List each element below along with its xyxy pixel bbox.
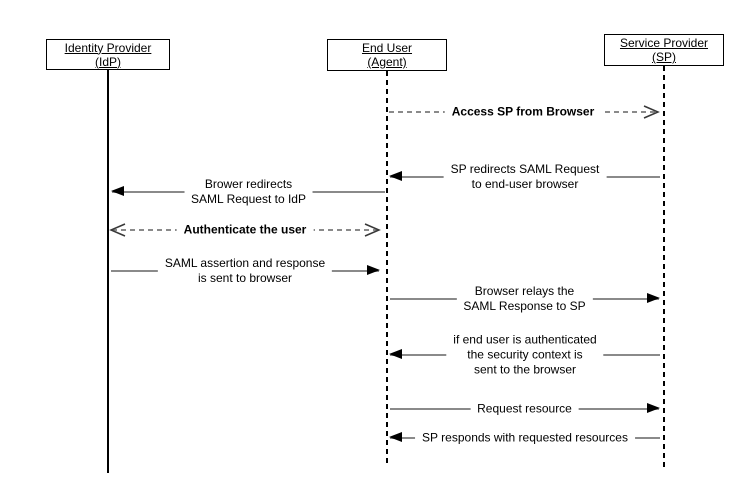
arrowhead-right-icon	[647, 403, 660, 413]
arrowhead-left-icon	[389, 171, 402, 181]
arrowhead-left-icon	[389, 432, 402, 442]
arrowhead-right-icon	[367, 265, 380, 275]
message-label: Authenticate the user	[176, 222, 314, 238]
actor-name: Identity Provider	[64, 40, 152, 55]
lifeline-service-provider	[663, 66, 665, 467]
lifeline-end-user	[386, 71, 388, 467]
lifeline-identity-provider	[107, 70, 109, 473]
message-label: SP redirects SAML Request to end-user br…	[443, 162, 607, 192]
actor-box-service-provider: Service Provider (SP)	[604, 34, 724, 66]
actor-name: Service Provider	[619, 36, 709, 50]
message-label: SP responds with requested resources	[415, 430, 635, 446]
arrowhead-right-icon	[647, 293, 660, 303]
arrowhead-left-icon	[111, 186, 124, 196]
actor-subname: (SP)	[652, 50, 676, 64]
message-label: if end user is authenticated the securit…	[446, 332, 604, 378]
actor-box-identity-provider: Identity Provider (IdP)	[46, 39, 170, 70]
message-label: SAML assertion and response is sent to b…	[157, 256, 333, 286]
actor-subname: (IdP)	[94, 54, 121, 69]
message-label: Browser relays the SAML Response to SP	[456, 284, 593, 314]
open-arrowhead-left-icon	[109, 223, 126, 237]
actor-subname: (Agent)	[367, 55, 407, 69]
arrowhead-left-icon	[389, 349, 402, 359]
message-label: Brower redirects SAML Request to IdP	[184, 177, 313, 207]
open-arrowhead-right-icon	[643, 105, 660, 119]
open-arrowhead-right-icon	[364, 223, 381, 237]
actor-name: End User	[361, 41, 413, 55]
message-label: Request resource	[470, 401, 579, 417]
actor-box-end-user: End User (Agent)	[327, 39, 447, 71]
message-label: Access SP from Browser	[444, 104, 602, 120]
